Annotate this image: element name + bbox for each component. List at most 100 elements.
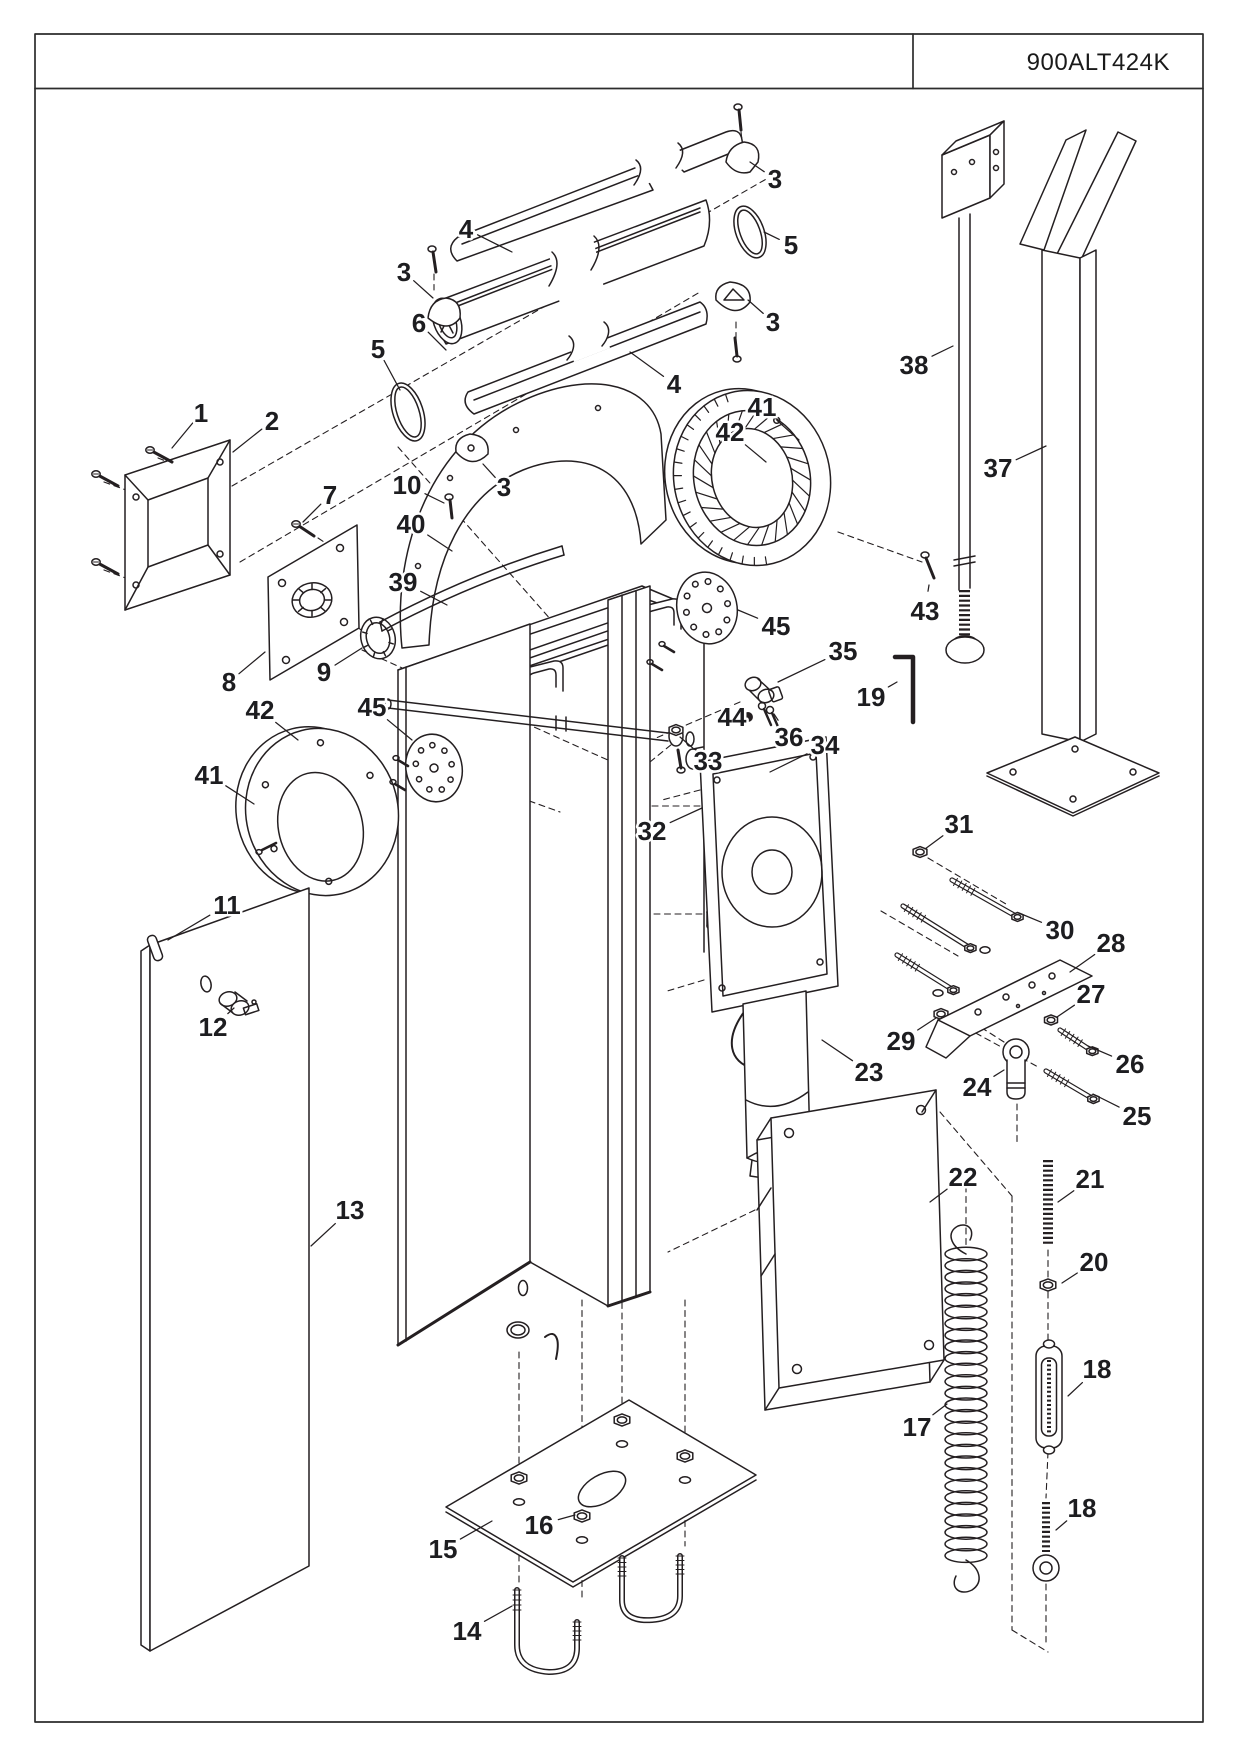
- callout-label-7: 7: [323, 480, 337, 510]
- keys-36: [757, 701, 781, 731]
- leader-line: [171, 422, 194, 449]
- callout-label-35: 35: [829, 636, 858, 666]
- leader-line: [167, 914, 211, 941]
- release-bracket-plate: [925, 959, 1093, 1100]
- callout-label-20: 20: [1080, 1247, 1109, 1277]
- fork-post: [920, 129, 1160, 817]
- leader-line: [420, 590, 448, 606]
- callout-label-1: 1: [194, 398, 208, 428]
- page-frame: [34, 33, 1204, 1723]
- lock-cylinder-35: [744, 676, 784, 704]
- leader-line: [777, 658, 826, 683]
- leader-line: [459, 1520, 493, 1540]
- leader-line: [769, 753, 808, 773]
- leader-line: [310, 1222, 336, 1247]
- callout-label-15: 15: [429, 1534, 458, 1564]
- callout-label-34: 34: [811, 730, 840, 760]
- leader-line: [821, 1039, 854, 1062]
- callout-label-10: 10: [393, 470, 422, 500]
- nut-16: [510, 1471, 528, 1485]
- nut-16: [573, 1509, 591, 1523]
- leader-line: [629, 351, 665, 378]
- bearing-ring-9: [359, 616, 397, 660]
- leader-line: [744, 444, 767, 463]
- callout-label-17: 17: [903, 1412, 932, 1442]
- callout-label-26: 26: [1116, 1049, 1145, 1079]
- nut-16: [676, 1449, 694, 1463]
- leader-line: [1061, 1272, 1078, 1284]
- leader-line: [737, 609, 759, 619]
- callout-label-45: 45: [358, 692, 387, 722]
- tie-rod-group: [1032, 1160, 1063, 1582]
- keyhole: [200, 975, 212, 993]
- callout-label-42: 42: [716, 417, 745, 447]
- callout-label-38: 38: [900, 350, 929, 380]
- callout-label-24: 24: [963, 1072, 992, 1102]
- leader-line: [413, 280, 434, 299]
- callout-label-5: 5: [371, 334, 385, 364]
- leader-line: [1015, 445, 1047, 461]
- flange-plate-right: [646, 571, 739, 672]
- callout-label-4: 4: [667, 369, 682, 399]
- leader-line: [1069, 953, 1096, 973]
- callout-label-18: 18: [1083, 1354, 1112, 1384]
- callout-label-3: 3: [397, 257, 411, 287]
- nut-33: [668, 723, 684, 737]
- callout-label-11: 11: [213, 890, 241, 920]
- callout-label-27: 27: [1077, 979, 1106, 1009]
- screw-33: [676, 748, 686, 774]
- callout-label-16: 16: [525, 1510, 554, 1540]
- leader-line: [932, 1403, 948, 1416]
- leader-line: [1092, 1093, 1120, 1108]
- callout-label-3: 3: [768, 164, 782, 194]
- leader-line: [476, 234, 513, 253]
- callout-label-29: 29: [887, 1026, 916, 1056]
- leader-line: [427, 534, 453, 552]
- pedestal-rod: [941, 120, 1005, 664]
- door-panel: [140, 887, 310, 1652]
- fixing-screw-43: [920, 551, 936, 580]
- nut-31: [912, 845, 928, 859]
- leader-line: [1087, 1045, 1113, 1057]
- callout-label-3: 3: [766, 307, 780, 337]
- callout-label-18: 18: [1068, 1493, 1097, 1523]
- callout-label-37: 37: [984, 453, 1013, 483]
- motor-bolts-group: [894, 845, 1100, 1105]
- leader-line: [225, 785, 255, 805]
- leader-line: [924, 835, 944, 850]
- callout-label-39: 39: [389, 567, 418, 597]
- mount-bracket-group: [91, 439, 316, 611]
- control-box: [756, 1089, 945, 1411]
- callout-label-4: 4: [459, 214, 474, 244]
- leader-line: [1018, 912, 1043, 923]
- hub-plate-group: [267, 524, 397, 681]
- callout-label-44: 44: [718, 702, 747, 732]
- callout-label-36: 36: [775, 722, 804, 752]
- anchor-bolts: [512, 1553, 685, 1675]
- callout-label-22: 22: [949, 1162, 978, 1192]
- leader-line: [275, 721, 299, 741]
- callout-label-31: 31: [945, 809, 974, 839]
- leader-line: [917, 1017, 937, 1031]
- leader-line: [424, 493, 445, 504]
- leader-line: [887, 681, 898, 688]
- leader-line: [483, 1605, 513, 1622]
- callout-label-19: 19: [857, 682, 886, 712]
- nut-16: [613, 1413, 631, 1427]
- callout-label-3: 3: [497, 472, 511, 502]
- leader-line: [1056, 1004, 1076, 1018]
- leader-line: [482, 463, 496, 479]
- leader-line: [763, 231, 780, 241]
- callout-label-32: 32: [638, 816, 667, 846]
- callout-label-21: 21: [1076, 1164, 1105, 1194]
- callout-label-43: 43: [911, 596, 940, 626]
- callout-label-6: 6: [412, 308, 426, 338]
- leader-line: [931, 345, 954, 357]
- callout-label-33: 33: [694, 746, 723, 776]
- leader-line: [427, 331, 447, 351]
- boom-assembly: [390, 103, 767, 520]
- callout-label-41: 41: [195, 760, 224, 790]
- callout-label-30: 30: [1046, 915, 1075, 945]
